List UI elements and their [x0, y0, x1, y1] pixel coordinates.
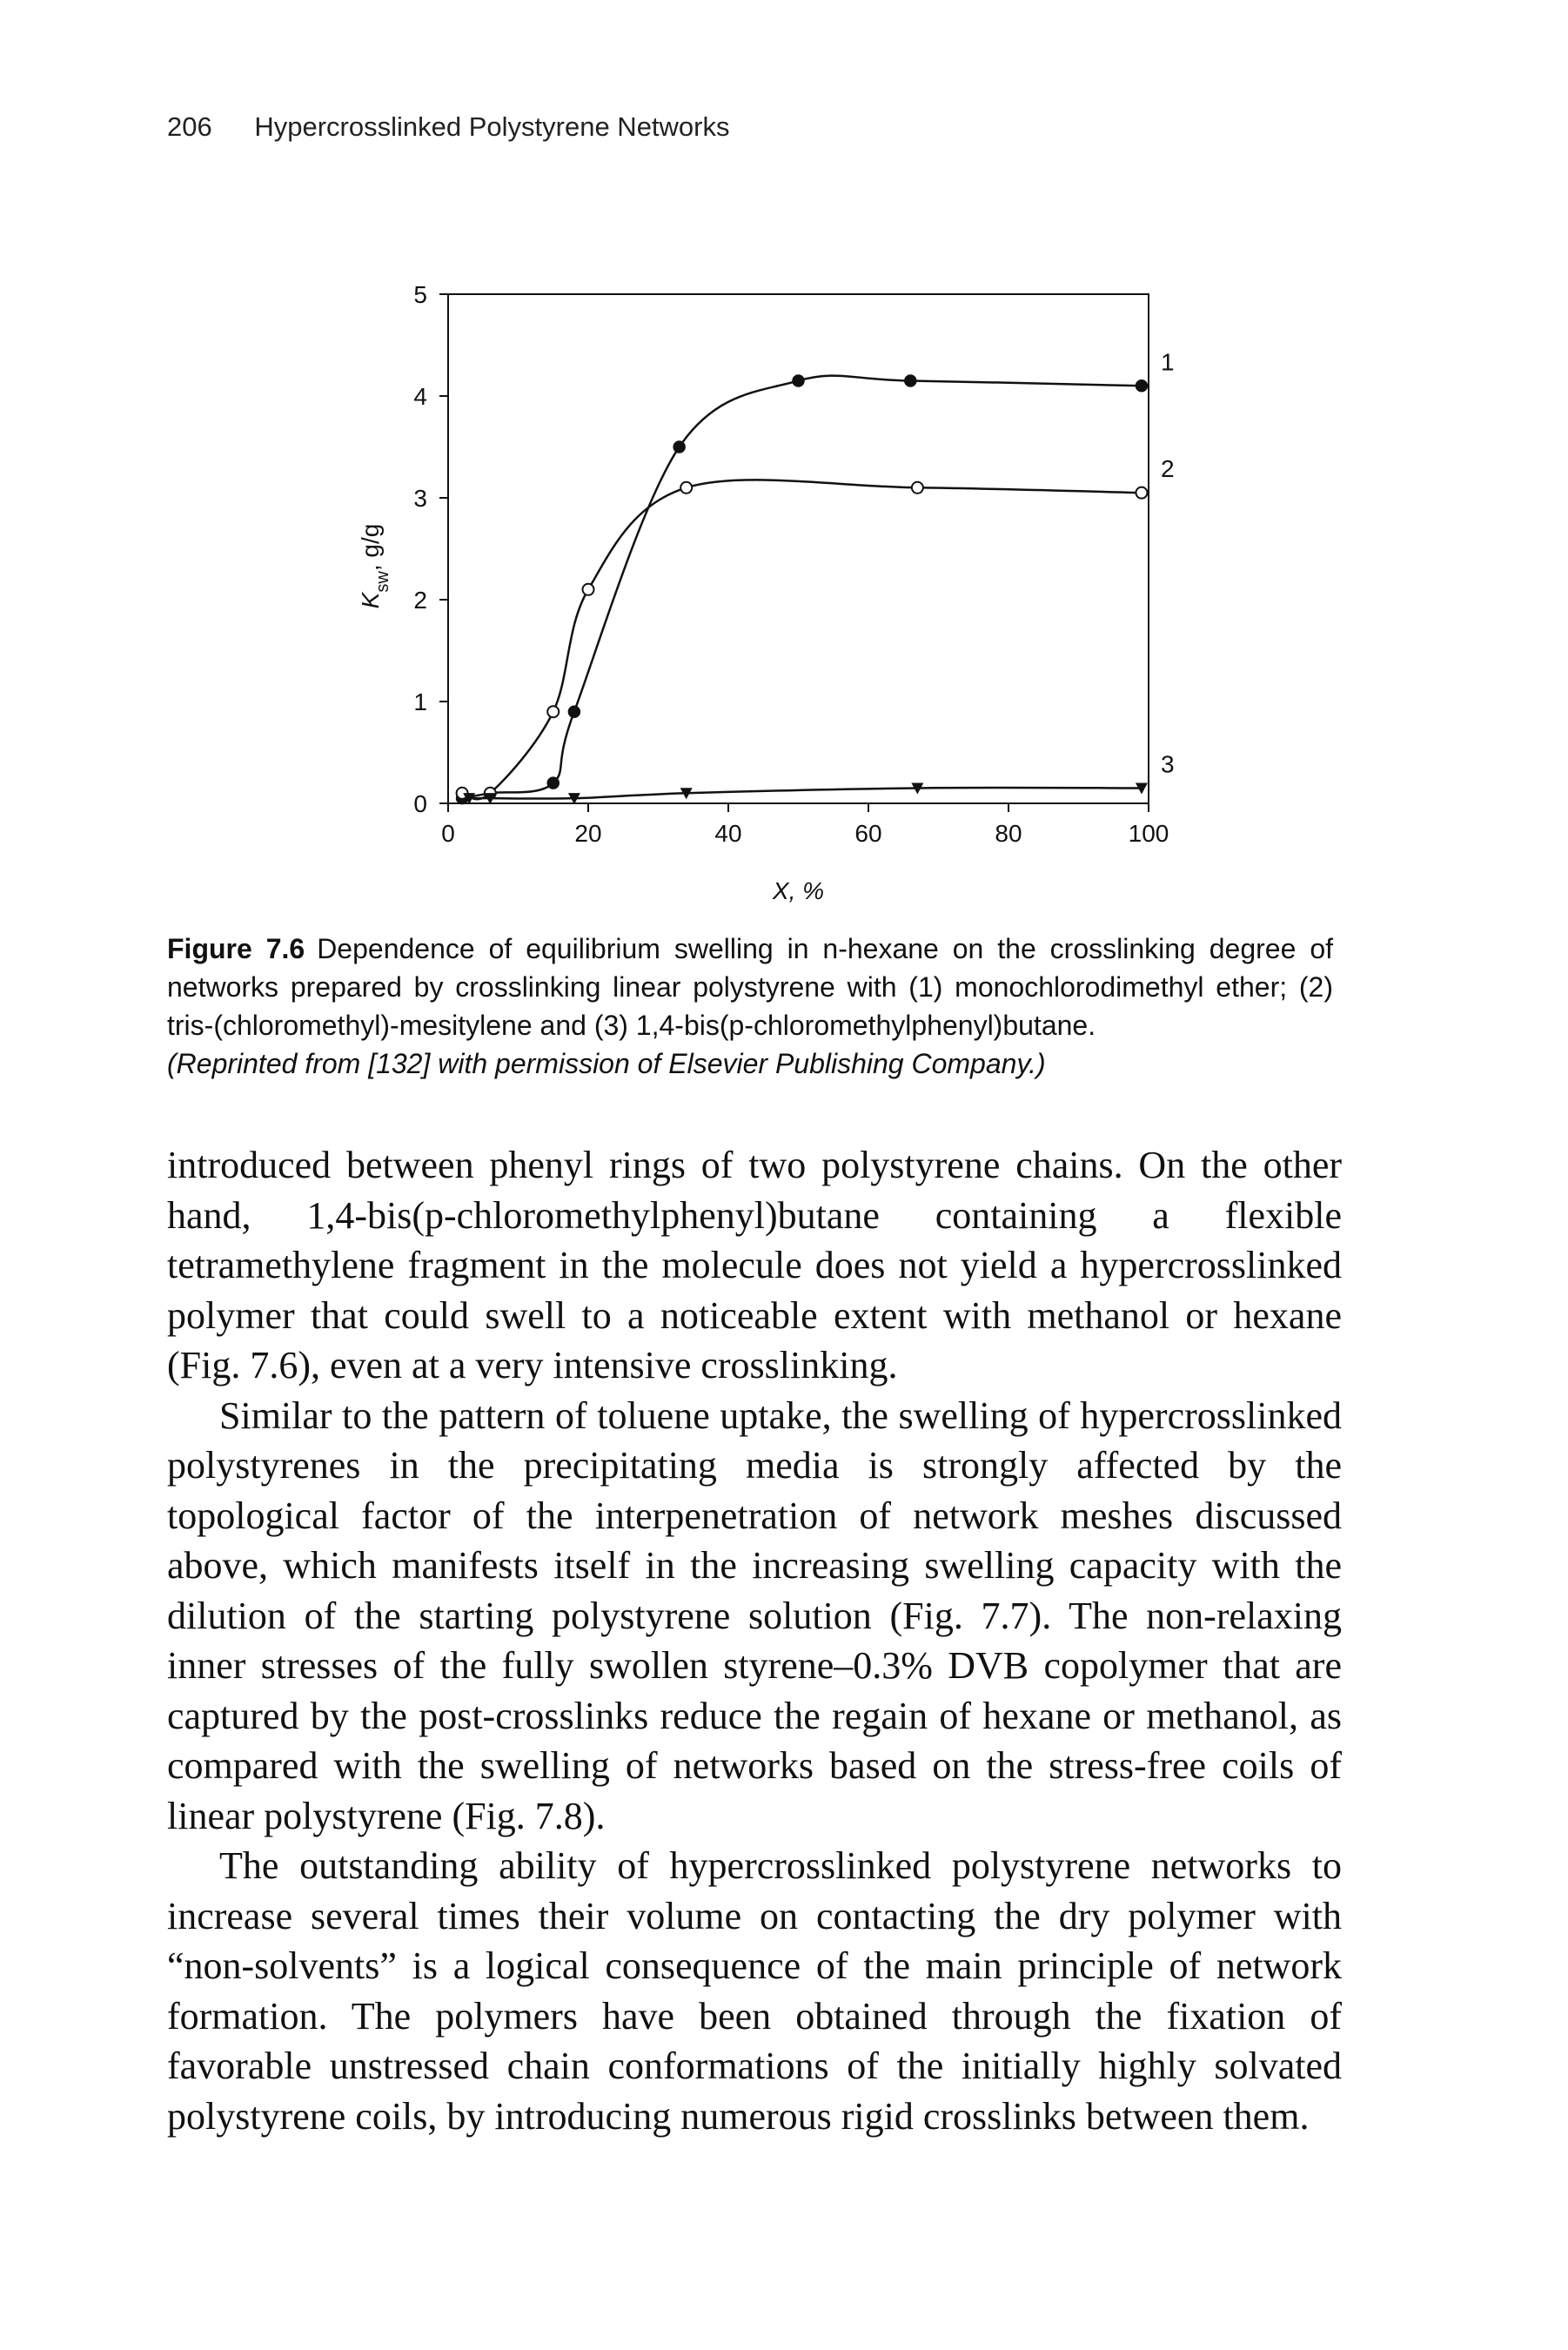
series-2-point: [1135, 486, 1149, 500]
x-tick-label: 60: [854, 820, 881, 847]
series-1-line: [461, 374, 1142, 800]
series-2-label: 2: [1161, 455, 1175, 482]
body-text: introduced between phenyl rings of two p…: [167, 1140, 1342, 2141]
series-3-point: [911, 782, 924, 795]
running-head: 206 Hypercrosslinked Polystyrene Network…: [167, 111, 730, 143]
figure-credit: (Reprinted from [132] with permission of…: [167, 1048, 1046, 1079]
y-tick-label: 4: [413, 383, 427, 410]
plot-area: [447, 293, 1149, 804]
series-3-point: [567, 793, 580, 805]
series-1-point: [546, 776, 560, 789]
x-tick-label: 100: [1129, 820, 1169, 847]
running-title: Hypercrosslinked Polystyrene Networks: [254, 111, 730, 142]
y-tick-label: 2: [413, 587, 427, 614]
x-tick-label: 80: [995, 820, 1022, 847]
series-1-point: [1135, 379, 1149, 393]
x-tick-label: 0: [441, 820, 455, 847]
y-tick-label: 3: [413, 485, 427, 512]
y-tick-label: 0: [413, 790, 427, 817]
paragraph: introduced between phenyl rings of two p…: [167, 1144, 1342, 1386]
series-2-point: [581, 582, 595, 596]
x-tick-label: 40: [714, 820, 741, 847]
series-2-point: [680, 480, 694, 494]
figure-label: Figure 7.6: [167, 933, 305, 964]
series-2-line: [461, 479, 1142, 801]
page-number: 206: [167, 111, 212, 142]
paragraph: Similar to the pattern of toluene uptake…: [167, 1393, 1342, 1837]
paragraph: The outstanding ability of hypercrosslin…: [167, 1844, 1342, 2138]
series-2-point: [910, 480, 924, 494]
y-tick-label: 5: [413, 281, 427, 308]
series-3-point: [484, 793, 497, 805]
series-1-point: [792, 374, 805, 387]
y-tick-label: 1: [413, 688, 427, 715]
series-3-point: [680, 788, 693, 800]
x-axis-label: X, %: [772, 877, 824, 904]
series-1-point: [904, 374, 917, 387]
swelling-chart: 0 20 40 60 80 100 0 1 2 3 4 5 X, % Ksw, g/g 1 2 3: [357, 281, 1175, 904]
series-3-point: [463, 793, 476, 805]
y-axis-label: Ksw, g/g: [357, 524, 392, 609]
series-3-point: [1135, 782, 1148, 795]
series-1-point: [673, 440, 686, 453]
series-3-label: 3: [1161, 750, 1175, 777]
series-1-point: [567, 705, 581, 718]
series-2-point: [546, 705, 560, 719]
figure-caption-text: Dependence of equilibrium swelling in n-…: [167, 933, 1334, 1041]
series-1-label: 1: [1161, 348, 1175, 375]
x-tick-label: 20: [574, 820, 601, 847]
